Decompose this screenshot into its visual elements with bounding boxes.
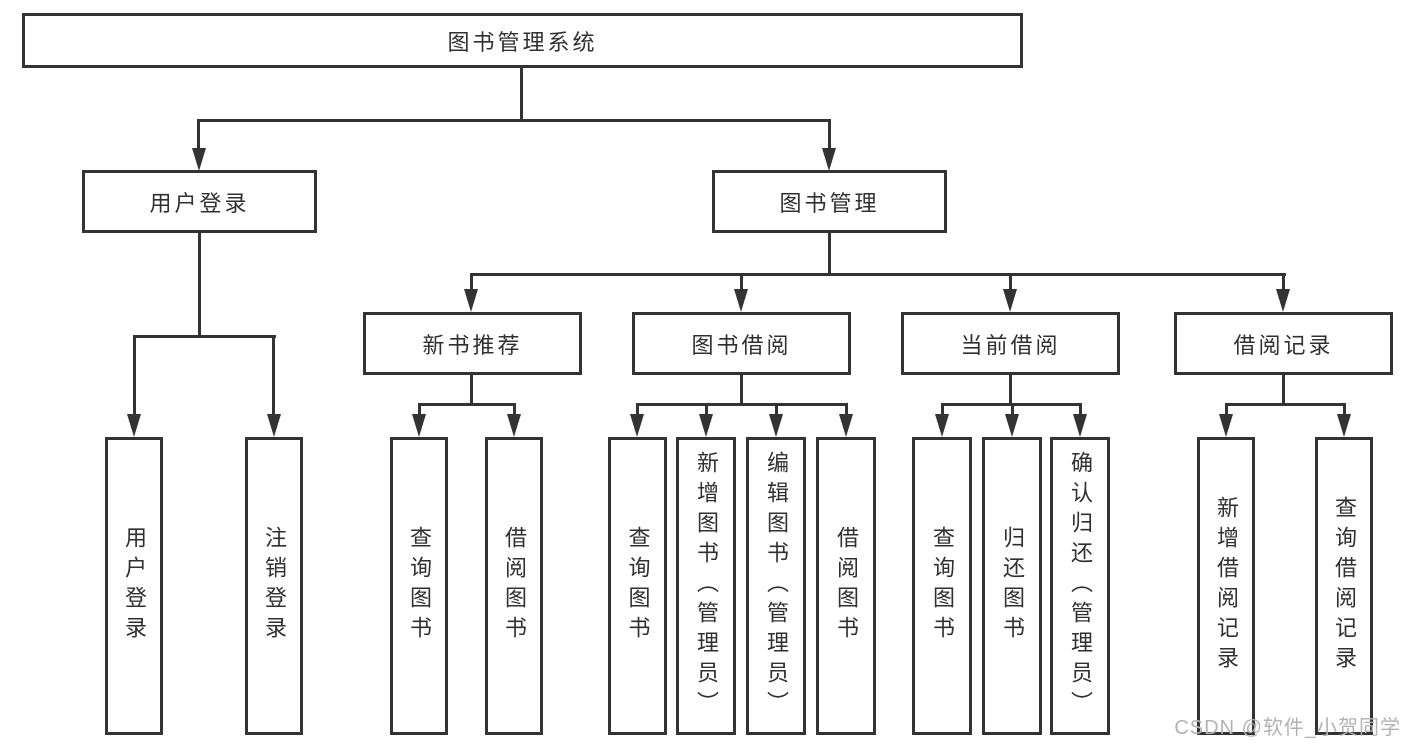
connector-drop-borrowing-records	[1282, 273, 1285, 292]
connector-drop-query-books-1	[418, 403, 421, 416]
connector-drop-book-borrowing	[740, 273, 743, 292]
leaf-query-borrow-record: 查询借阅记录	[1315, 437, 1373, 735]
arrowhead-query-borrow-record	[1337, 414, 1351, 437]
connector-borrowing-records-branch	[1225, 403, 1346, 406]
arrowhead-borrowing-records	[1276, 289, 1290, 312]
watermark-text: CSDN @软件_小贺同学	[1174, 717, 1401, 739]
node-book-management: 图书管理	[712, 170, 947, 233]
node-current-borrowing: 当前借阅	[901, 312, 1120, 375]
arrowhead-add-book	[699, 414, 713, 437]
connector-book-borrowing-branch	[636, 403, 848, 406]
leaf-query-books-1: 查询图书	[390, 437, 448, 735]
leaf-borrow-books-1: 借阅图书	[485, 437, 543, 735]
arrowhead-borrow-books-1	[507, 414, 521, 437]
connector-drop-return-books	[1011, 403, 1014, 416]
arrowhead-leaf-user-login	[127, 414, 141, 437]
connector-new-book-stem	[470, 375, 473, 406]
arrowhead-query-books-1	[412, 414, 426, 437]
connector-drop-book-management	[828, 119, 831, 150]
leaf-borrow-books-2: 借阅图书	[816, 437, 876, 735]
arrowhead-query-books-3	[935, 414, 949, 437]
connector-drop-query-borrow-record	[1343, 403, 1346, 416]
connector-root-stem	[520, 68, 523, 120]
node-borrowing-records: 借阅记录	[1174, 312, 1393, 375]
arrowhead-add-borrow-record	[1219, 414, 1233, 437]
arrowhead-return-books	[1005, 414, 1019, 437]
connector-drop-borrow-books-1	[513, 403, 516, 416]
connector-drop-leaf-user-login	[133, 335, 136, 416]
connector-drop-new-book	[470, 273, 473, 292]
leaf-user-login: 用户登录	[105, 437, 163, 735]
arrowhead-book-management	[822, 148, 836, 171]
connector-current-borrowing-stem	[1009, 375, 1012, 406]
connector-drop-borrow-books-2	[845, 403, 848, 416]
leaf-return-books: 归还图书	[982, 437, 1042, 735]
connector-drop-current-borrowing	[1009, 273, 1012, 292]
connector-book-management-branch	[470, 273, 1286, 276]
connector-drop-leaf-logout	[272, 335, 275, 416]
connector-drop-query-books-3	[941, 403, 944, 416]
arrowhead-new-book	[464, 289, 478, 312]
connector-book-management-stem	[828, 233, 831, 276]
node-book-borrowing: 图书借阅	[632, 312, 851, 375]
node-library-management-system: 图书管理系统	[22, 13, 1023, 68]
arrowhead-leaf-logout	[267, 414, 281, 437]
arrowhead-edit-book	[769, 414, 783, 437]
connector-borrowing-records-stem	[1282, 375, 1285, 406]
leaf-query-books-2: 查询图书	[608, 437, 667, 735]
connector-book-borrowing-stem	[740, 375, 743, 406]
leaf-add-borrow-record: 新增借阅记录	[1197, 437, 1255, 735]
leaf-query-books-3: 查询图书	[912, 437, 972, 735]
leaf-confirm-return-admin: 确认归还（管理员）	[1050, 437, 1110, 735]
connector-root-branch	[198, 119, 831, 122]
arrowhead-book-borrowing	[734, 289, 748, 312]
connector-drop-query-books-2	[636, 403, 639, 416]
connector-drop-add-book	[705, 403, 708, 416]
connector-new-book-branch	[418, 403, 516, 406]
leaf-edit-book-admin: 编辑图书（管理员）	[746, 437, 806, 735]
arrowhead-current-borrowing	[1003, 289, 1017, 312]
node-new-book-recommendation: 新书推荐	[363, 312, 582, 375]
connector-drop-confirm-return	[1079, 403, 1082, 416]
node-user-login: 用户登录	[82, 170, 317, 233]
arrowhead-borrow-books-2	[839, 414, 853, 437]
connector-drop-edit-book	[775, 403, 778, 416]
connector-user-login-branch	[133, 335, 276, 338]
arrowhead-user-login	[192, 148, 206, 171]
connector-user-login-stem	[198, 233, 201, 338]
arrowhead-confirm-return	[1073, 414, 1087, 437]
leaf-add-book-admin: 新增图书（管理员）	[676, 437, 736, 735]
leaf-logout: 注销登录	[245, 437, 303, 735]
connector-drop-user-login	[197, 119, 200, 150]
connector-drop-add-borrow-record	[1225, 403, 1228, 416]
arrowhead-query-books-2	[630, 414, 644, 437]
